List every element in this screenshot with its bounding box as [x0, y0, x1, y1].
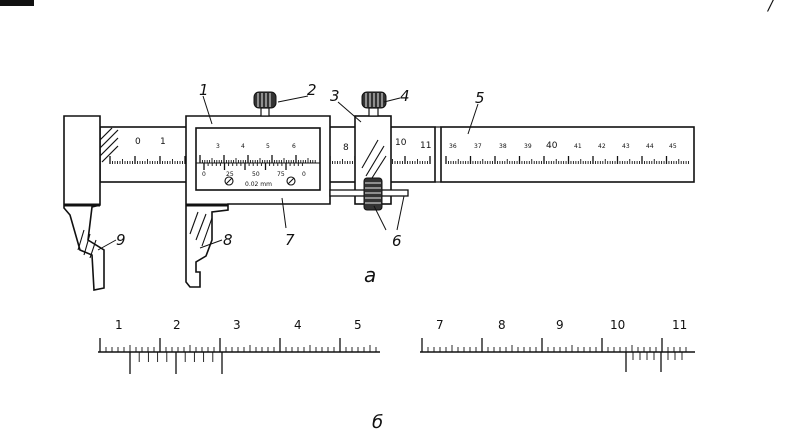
- feed-screw-6: [329, 177, 409, 211]
- detail-left-number-4: 4: [294, 318, 302, 332]
- beam-number-1: 1: [160, 137, 166, 147]
- detail-right-scale: [420, 338, 695, 372]
- callout-5: 5: [475, 89, 485, 107]
- detail-left-number-2: 2: [173, 318, 181, 332]
- detail-right-number-7: 7: [436, 318, 444, 332]
- window-ticks-bottom: [203, 163, 303, 170]
- beam-number-39: 39: [524, 143, 532, 150]
- detail-right-number-8: 8: [498, 318, 506, 332]
- callout-4: 4: [400, 87, 410, 105]
- precision-text: 0.02 mm: [245, 181, 272, 188]
- beam-number-8: 8: [343, 143, 349, 153]
- window-top-number-6: 6: [292, 143, 296, 150]
- detail-right-vernier-ticks: [625, 352, 683, 372]
- beam-number-41: 41: [574, 143, 582, 150]
- window-bottom-number-0: 0: [202, 171, 206, 178]
- window-top-number-3: 3: [216, 143, 220, 150]
- sublabel-b: б: [372, 412, 383, 432]
- detail-right-number-11: 11: [672, 318, 687, 332]
- sublabel-a: а: [364, 263, 376, 287]
- beam-number-0: 0: [135, 137, 141, 147]
- beam-number-40: 40: [546, 141, 558, 151]
- window-bottom-number-25: 25: [226, 171, 234, 178]
- sliding-frame: [185, 115, 331, 288]
- detail-right-main-ticks: [421, 338, 687, 352]
- detail-right-number-10: 10: [610, 318, 625, 332]
- corner-mark-left: [0, 0, 34, 6]
- detail-left-vernier-ticks: [129, 352, 223, 374]
- beam-number-38: 38: [499, 143, 507, 150]
- window-top-number-4: 4: [241, 143, 245, 150]
- beam-number-37: 37: [474, 143, 482, 150]
- corner-mark-right: /: [766, 0, 775, 14]
- fixed-jaw: [63, 115, 105, 291]
- screw-icon: [286, 176, 296, 186]
- beam-number-36: 36: [449, 143, 457, 150]
- detail-left-number-3: 3: [233, 318, 241, 332]
- screw-icon: [224, 176, 234, 186]
- callout-6: 6: [392, 232, 402, 250]
- callout-9: 9: [116, 231, 126, 249]
- beam-number-11: 11: [420, 141, 431, 151]
- callout-3: 3: [330, 87, 340, 105]
- leader-lines: [97, 95, 479, 251]
- beam-number-10: 10: [395, 138, 407, 148]
- beam-number-44: 44: [646, 143, 654, 150]
- window-ticks-top: [199, 155, 316, 163]
- detail-left-scale: [98, 338, 380, 374]
- beam-number-42: 42: [598, 143, 606, 150]
- vernier-window: [195, 127, 321, 191]
- callout-1: 1: [199, 81, 209, 99]
- detail-right-number-9: 9: [556, 318, 564, 332]
- clamp-screw-4: [361, 91, 387, 117]
- beam-number-43: 43: [622, 143, 630, 150]
- window-bottom-number-0-end: 0: [302, 171, 306, 178]
- window-top-number-5: 5: [266, 143, 270, 150]
- callout-7: 7: [285, 231, 295, 249]
- detail-left-number-1: 1: [115, 318, 123, 332]
- callout-8: 8: [223, 231, 233, 249]
- beam-ticks-right: [445, 156, 689, 164]
- window-bottom-number-50: 50: [252, 171, 260, 178]
- detail-left-number-5: 5: [354, 318, 362, 332]
- beam-number-45: 45: [669, 143, 677, 150]
- detail-left-main-ticks: [99, 338, 377, 352]
- clamp-screw-2: [253, 91, 277, 117]
- callout-2: 2: [307, 81, 317, 99]
- window-bottom-number-75: 75: [277, 171, 285, 178]
